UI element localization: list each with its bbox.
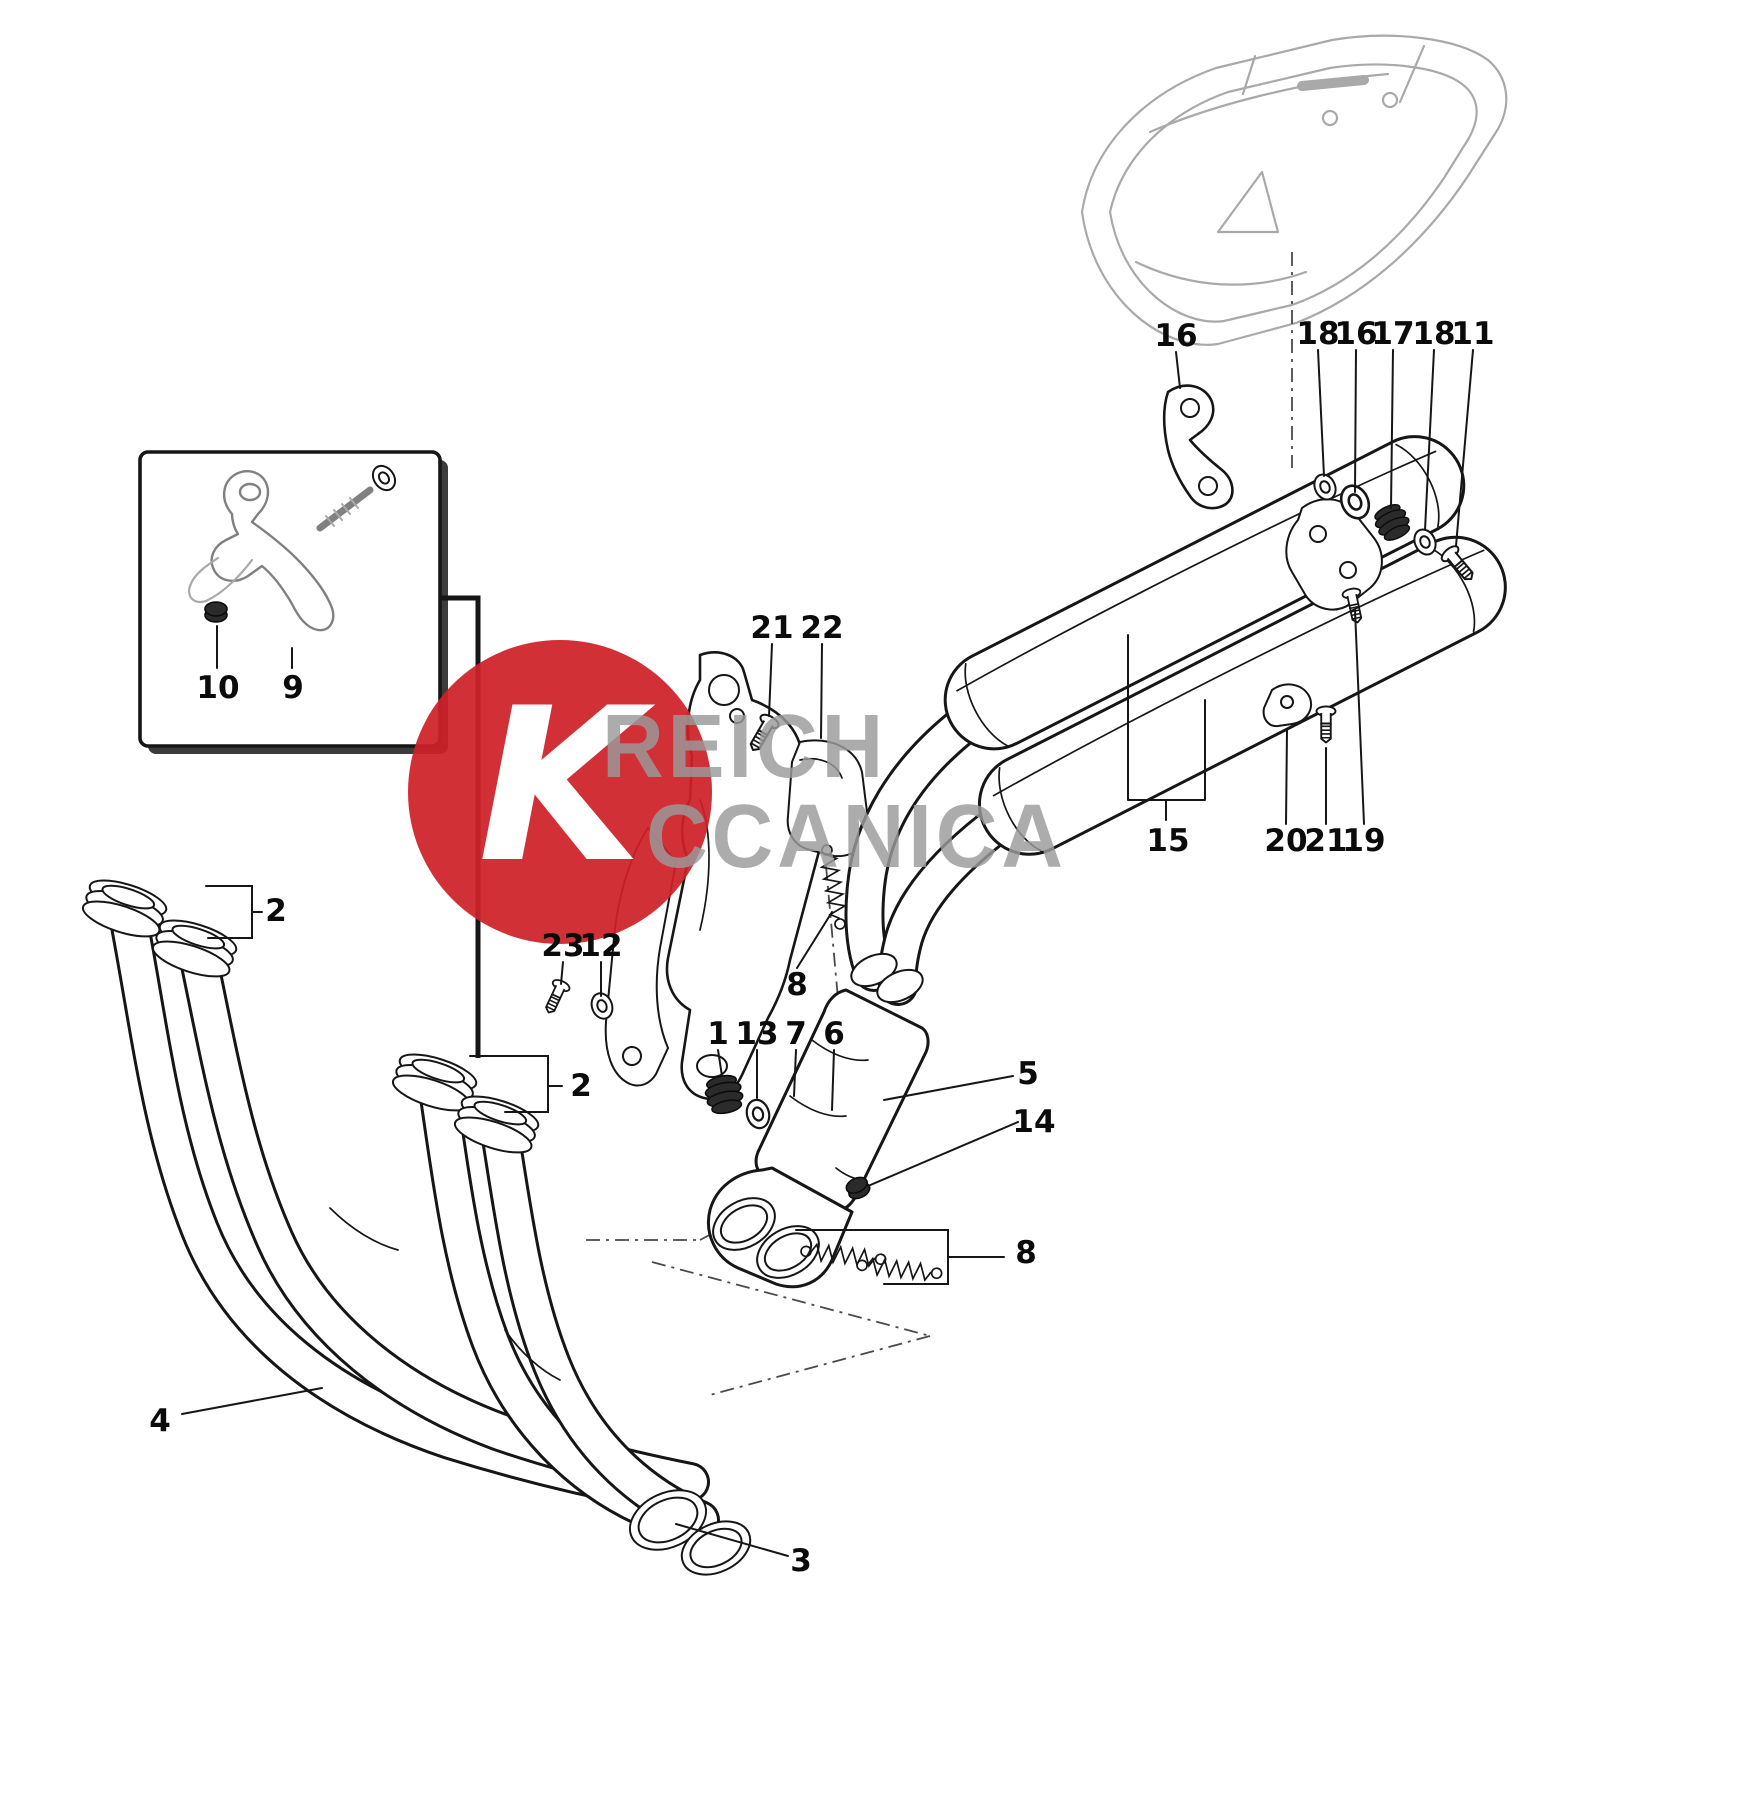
- part-label-9: 9: [282, 670, 304, 706]
- part-label-21: 21: [1304, 823, 1348, 859]
- part-label-7: 7: [785, 1016, 807, 1052]
- part-label-5: 5: [1017, 1056, 1039, 1092]
- part-label-20: 20: [1264, 823, 1308, 859]
- part-label-19: 19: [1342, 823, 1386, 859]
- muffler-end-hardware: [1285, 469, 1480, 626]
- watermark-text-line2: CCANICA: [646, 787, 1067, 887]
- part-label-1: 1: [707, 1016, 729, 1052]
- header-pipes-rear: [78, 872, 710, 1515]
- part-label-6: 6: [823, 1016, 845, 1052]
- part-label-21: 21: [750, 610, 794, 646]
- muffler-inlet-pipes: [844, 706, 1010, 1006]
- part-label-3: 3: [790, 1543, 812, 1579]
- rear-rack-ghost: [1080, 34, 1508, 346]
- hanger-link-arm: [1162, 384, 1234, 510]
- part-label-18: 18: [1412, 316, 1456, 352]
- lower-hanger-tab: [1262, 683, 1337, 744]
- part-label-22: 22: [800, 610, 844, 646]
- part-label-11: 11: [1451, 316, 1495, 352]
- part-label-17: 17: [1371, 316, 1415, 352]
- part-label-13: 13: [735, 1016, 779, 1052]
- leader-lines: [181, 349, 1474, 1557]
- part-label-4: 4: [149, 1403, 171, 1439]
- part-label-15: 15: [1146, 823, 1190, 859]
- inset-detail-box: [138, 450, 481, 1058]
- part-label-14: 14: [1012, 1104, 1056, 1140]
- part-label-23: 23: [541, 928, 585, 964]
- part-label-12: 12: [579, 928, 623, 964]
- part-label-8: 8: [786, 967, 808, 1003]
- part-label-16: 16: [1334, 316, 1378, 352]
- header-pipes-front: [329, 1046, 752, 1576]
- part-label-2: 2: [570, 1068, 592, 1104]
- part-label-16: 16: [1154, 318, 1198, 354]
- part-label-2: 2: [265, 893, 287, 929]
- part-label-10: 10: [196, 670, 240, 706]
- center-section: [707, 988, 930, 1289]
- watermark-letter: K: [477, 661, 643, 909]
- watermark-text-line1: REICH: [602, 697, 888, 797]
- part-label-8: 8: [1015, 1235, 1037, 1271]
- part-label-18: 18: [1296, 316, 1340, 352]
- watermark-logo-circle: K: [408, 640, 712, 944]
